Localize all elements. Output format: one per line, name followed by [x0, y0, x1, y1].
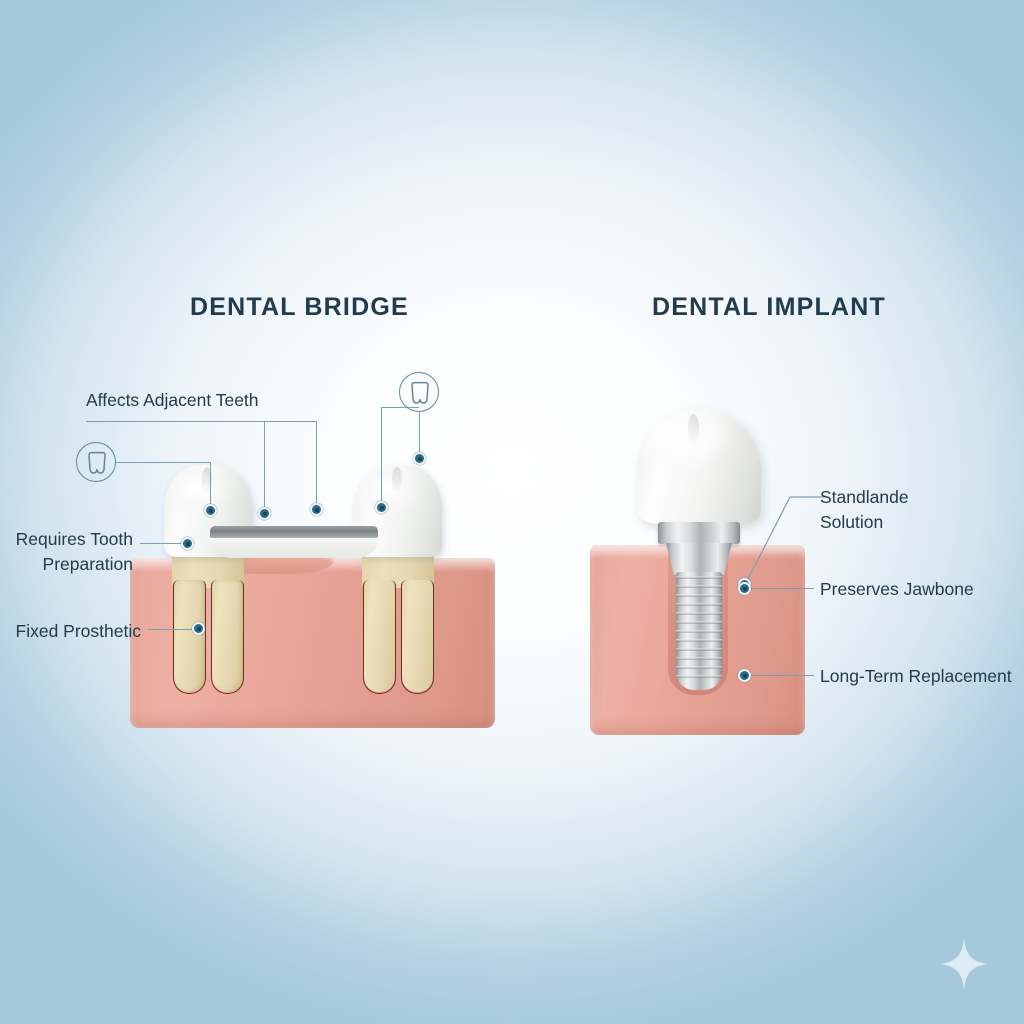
right-tooth-root-a — [364, 580, 395, 692]
implant-abutment-post — [666, 543, 732, 575]
leader-line-affects-v2 — [264, 421, 265, 513]
label-fixed-prosthetic: Fixed Prosthetic — [15, 621, 141, 641]
left-root-outline-a — [173, 580, 206, 694]
implant-crown-fissure — [688, 414, 699, 446]
dental-bridge-illustration — [130, 440, 500, 730]
leader-line-fixed-h — [148, 629, 198, 630]
tooth-badge-left[interactable] — [76, 442, 116, 482]
leader-line-preserves-h — [748, 588, 814, 589]
label-long-term-replacement: Long-Term Replacement — [820, 666, 1012, 686]
tooth-icon — [411, 381, 429, 404]
left-tooth-root-b — [212, 580, 243, 692]
leader-line-longterm-h — [748, 675, 814, 676]
implant-crown — [637, 410, 761, 524]
leader-line-badge-right-h — [381, 407, 419, 408]
right-crown-cusp-groove — [392, 467, 402, 493]
pontic-metal-band — [210, 526, 378, 538]
callout-dot-right-crown[interactable] — [375, 501, 388, 514]
callout-dot-affects-left[interactable] — [204, 504, 217, 517]
page-title-dental-implant: DENTAL IMPLANT — [652, 293, 886, 321]
leader-line-badge-right-v — [419, 412, 420, 460]
sparkle-icon — [941, 938, 987, 990]
callout-dot-requires[interactable] — [181, 537, 194, 550]
page-title-dental-bridge: DENTAL BRIDGE — [190, 293, 409, 321]
leader-line-badge-left-h — [116, 462, 210, 463]
tooth-badge-right[interactable] — [399, 372, 439, 412]
dental-implant-illustration — [580, 400, 820, 740]
leader-line-affects-v — [316, 421, 317, 509]
left-tooth-root-a — [174, 580, 205, 692]
callout-dot-badge-right[interactable] — [413, 452, 426, 465]
label-affects-adjacent-teeth: Affects Adjacent Teeth — [86, 390, 259, 410]
callout-dot-affects-mid[interactable] — [258, 507, 271, 520]
leader-line-affects-h — [86, 421, 316, 422]
right-tooth-root-b — [402, 580, 433, 692]
callout-dot-fixed[interactable] — [192, 622, 205, 635]
label-preserves-jawbone: Preserves Jawbone — [820, 579, 974, 599]
callout-dot-preserves[interactable] — [738, 582, 751, 595]
callout-dot-crown-edge[interactable] — [310, 503, 323, 516]
leader-line-badge-right-v2 — [381, 407, 382, 507]
implant-abutment-collar — [658, 522, 740, 544]
leader-line-standlande — [744, 496, 825, 586]
callout-dot-longterm[interactable] — [738, 669, 751, 682]
label-standlande-solution: Standlande Solution — [820, 487, 909, 532]
leader-line-badge-left-v — [210, 462, 211, 510]
tooth-icon — [88, 451, 106, 474]
right-root-outline-b — [401, 580, 434, 694]
right-root-outline-a — [363, 580, 396, 694]
left-crown-cusp-groove — [202, 467, 212, 493]
label-requires-tooth-preparation: Requires Tooth Preparation — [15, 529, 133, 574]
left-root-outline-b — [211, 580, 244, 694]
leader-line-requires-h — [140, 543, 186, 544]
implant-screw-body — [676, 572, 722, 690]
